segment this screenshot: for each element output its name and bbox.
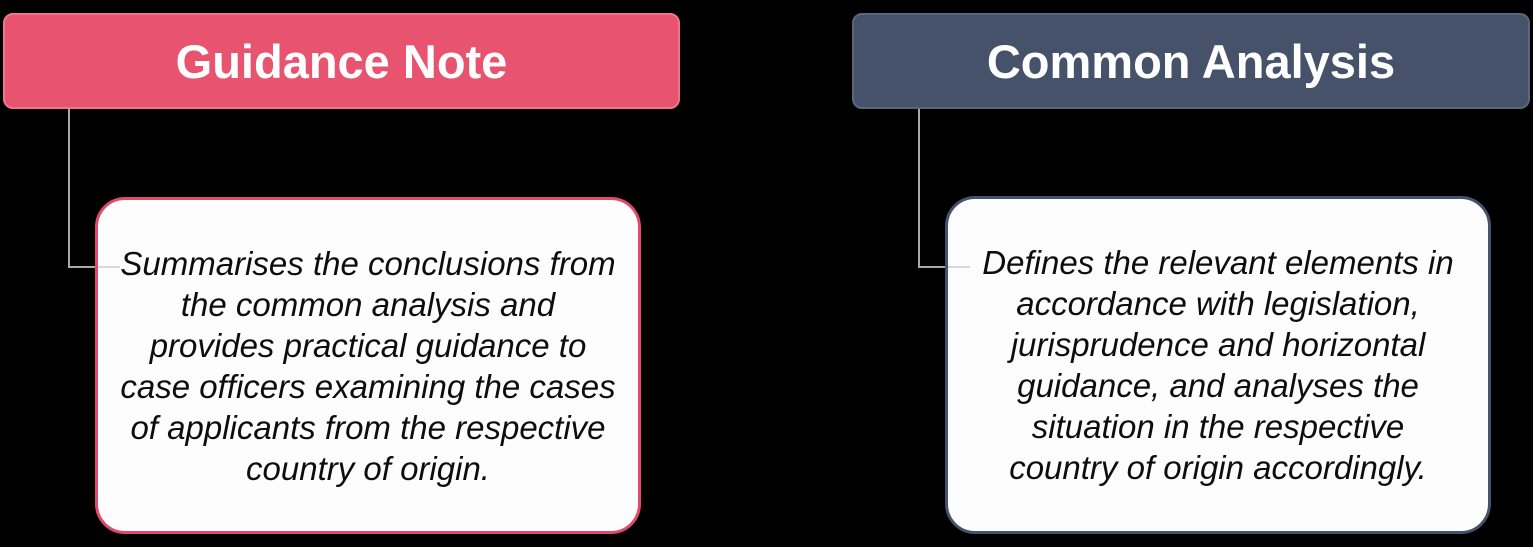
connector-vertical-right [918, 109, 920, 267]
card-text-line: Defines the relevant elements in [982, 244, 1454, 281]
guidance-note-header: Guidance Note [3, 13, 680, 109]
connector-elbow-right [918, 266, 948, 268]
common-analysis-title: Common Analysis [986, 34, 1396, 88]
card-text-line: situation in the respective [1031, 408, 1405, 445]
card-text-line: jurisprudence and horizontal [1010, 326, 1426, 363]
card-text-line: provides practical guidance to [149, 326, 587, 364]
connector-tail-right [948, 266, 970, 268]
guidance-note-card: Summarises the conclusions from the comm… [95, 197, 641, 534]
connector-elbow-left [68, 266, 98, 268]
guidance-note-title: Guidance Note [175, 34, 508, 88]
card-text-line: of applicants from the respective [130, 408, 606, 446]
connector-vertical-left [68, 109, 70, 267]
card-text-line: accordance with legislation, [1016, 285, 1420, 322]
connector-tail-left [98, 266, 120, 268]
card-text-line: country of origin accordingly. [1009, 449, 1427, 486]
common-analysis-header: Common Analysis [852, 13, 1530, 109]
card-text-line: case officers examining the cases [120, 367, 616, 405]
card-text-line: the common analysis and [180, 285, 556, 323]
card-text-line: Summarises the conclusions from [120, 244, 616, 282]
card-text-line: country of origin. [246, 449, 490, 487]
card-text-line: guidance, and analyses the [1017, 367, 1419, 404]
common-analysis-card: Defines the relevant elements in accorda… [945, 196, 1491, 534]
